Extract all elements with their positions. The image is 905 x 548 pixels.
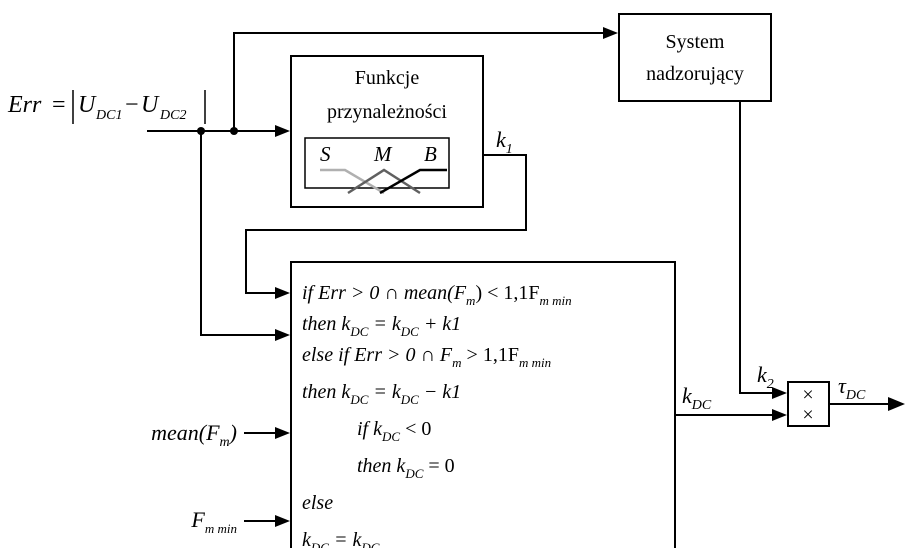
- fm-min-label: Fm min: [190, 507, 237, 536]
- wire-to-supervisor: [233, 32, 605, 131]
- k1-label: k1: [496, 127, 513, 157]
- arrowhead-tau: [888, 397, 905, 411]
- err-u1: U: [78, 92, 97, 118]
- logic-line: then kDC = kDC + k1: [302, 313, 461, 339]
- membership-label-m: M: [373, 142, 393, 166]
- junction-dot-1: [230, 127, 238, 135]
- supervisor-title-line2: nadzorujący: [646, 63, 744, 85]
- err-minus: −: [125, 92, 139, 118]
- arrowhead-k2: [772, 387, 787, 399]
- junction-dot-2: [197, 127, 205, 135]
- err-formula: Err = U DC1 − U DC2: [7, 90, 206, 124]
- logic-line: then kDC = 0: [357, 455, 455, 481]
- mean-fm-label: mean(Fm): [151, 420, 237, 450]
- wire-k1: [245, 154, 527, 294]
- arrowhead-err-logic: [275, 329, 290, 341]
- logic-text: if Err > 0 ∩ mean(Fm) < 1,1Fm min then kD…: [302, 282, 572, 548]
- tau-label: τDC: [838, 373, 866, 403]
- membership-title-line1: Funkcje: [355, 67, 420, 89]
- err-eq: =: [52, 92, 66, 118]
- logic-line: if kDC < 0: [357, 418, 431, 444]
- membership-curves: [320, 168, 447, 195]
- multiplier-box: [787, 381, 830, 427]
- membership-curve-m: [347, 168, 421, 195]
- membership-label-b: B: [424, 142, 437, 166]
- membership-curve-b: [379, 168, 447, 195]
- membership-title-line2: przynależności: [327, 101, 447, 123]
- arrowhead-mean-fm: [275, 427, 290, 439]
- kdc-label: kDC: [682, 383, 712, 413]
- membership-inner-box: [304, 137, 450, 189]
- logic-box: [290, 261, 676, 548]
- arrowhead-membership: [275, 125, 290, 137]
- multiplier-symbol-top: ×: [802, 384, 813, 406]
- supervisor-title-line1: System: [666, 31, 725, 53]
- arrowhead-fm-min: [275, 515, 290, 527]
- logic-line: then kDC = kDC − k1: [302, 381, 461, 407]
- err-sub2: DC2: [159, 108, 186, 123]
- logic-line: if Err > 0 ∩ mean(Fm) < 1,1Fm min: [302, 282, 572, 308]
- membership-label-s: S: [320, 142, 331, 166]
- err-u2: U: [141, 92, 160, 118]
- multiplier-symbol-bottom: ×: [802, 404, 813, 426]
- wire-err-to-logic: [200, 131, 277, 336]
- arrowhead-kdc: [772, 409, 787, 421]
- arrowhead-supervisor: [603, 27, 618, 39]
- supervisor-box: [618, 13, 772, 102]
- err-lhs: Err: [7, 92, 42, 118]
- err-sub1: DC1: [95, 108, 122, 123]
- logic-line: kDC = kDC: [302, 529, 380, 548]
- k2-label: k2: [757, 362, 774, 392]
- membership-curve-s: [320, 168, 385, 195]
- logic-line: else if Err > 0 ∩ Fm > 1,1Fm min: [302, 344, 551, 370]
- wire-k2: [739, 101, 774, 394]
- wires: [147, 27, 905, 527]
- logic-line: else: [302, 492, 333, 514]
- arrowhead-k1: [275, 287, 290, 299]
